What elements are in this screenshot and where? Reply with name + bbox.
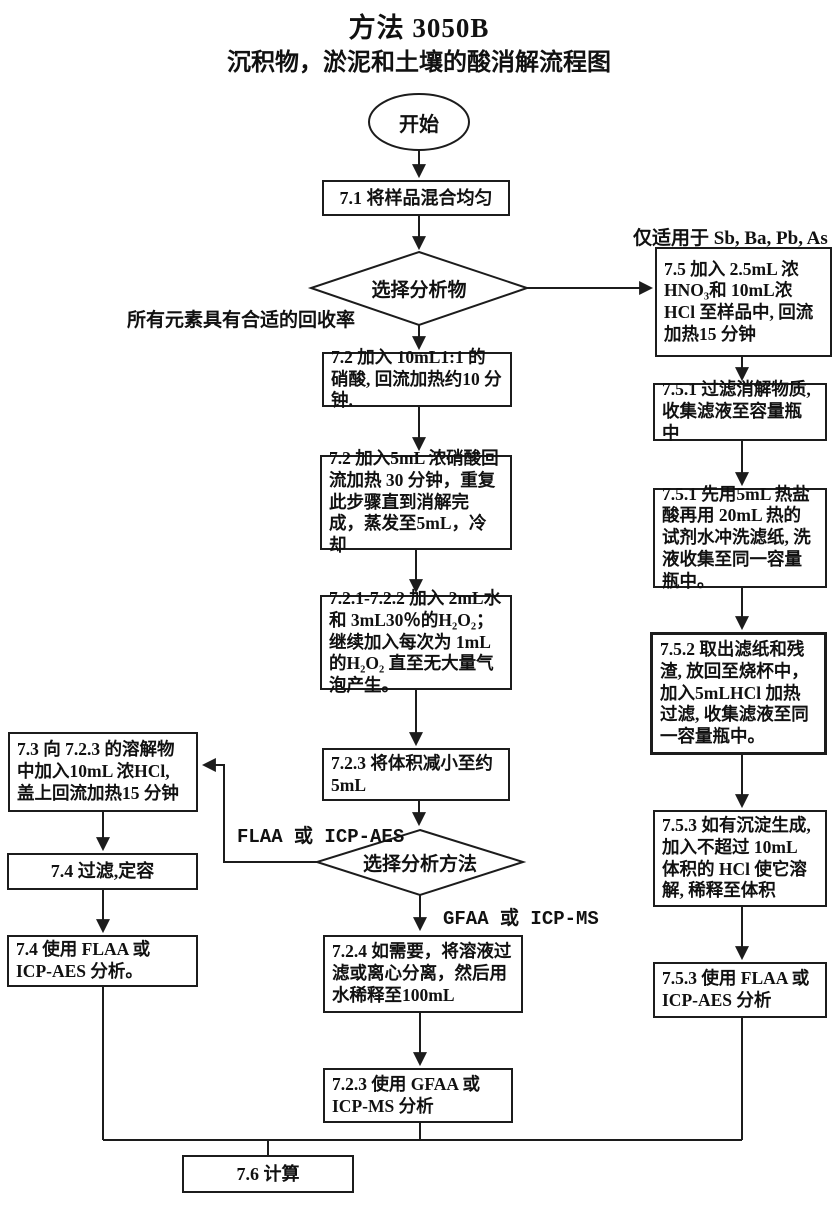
step-7-2-nitric: 7.2 加入 10mL1:1 的硝酸, 回流加热约10 分钟. (322, 347, 512, 410)
step-7-5-3-precipitate-label: 7.5.3 如有沉淀生成, 加入不超过 10mL 体积的 HCl 使它溶解, 稀… (662, 815, 811, 901)
step-7-1: 7.1 将样品混合均匀 (322, 180, 510, 216)
step-7-5-1-filter: 7.5.1 过滤消解物质, 收集滤液至容量瓶中 (653, 379, 827, 443)
step-7-5-1-filter-label: 7.5.1 过滤消解物质, 收集滤液至容量瓶中 (662, 379, 811, 443)
decision-select-analyte-label: 选择分析物 (371, 279, 467, 301)
step-7-5-3-flaa-analysis-label: 7.5.3 使用 FLAA 或 ICP-AES 分析 (662, 968, 810, 1010)
step-7-2-nitric-label: 7.2 加入 10mL1:1 的硝酸, 回流加热约10 分钟. (331, 346, 502, 411)
branch-label-only-sb-ba-pb-as: 仅适用于 Sb, Ba, Pb, As (633, 228, 828, 249)
step-7-4-filter-label: 7.4 过滤,定容 (50, 861, 155, 882)
step-7-3-hcl-label: 7.3 向 7.2.3 的溶解物中加入10mL 浓HCl, 盖上回流加热15 分… (17, 739, 179, 803)
step-7-4-filter: 7.4 过滤,定容 (7, 853, 198, 890)
step-7-3-hcl: 7.3 向 7.2.3 的溶解物中加入10mL 浓HCl, 盖上回流加热15 分… (8, 732, 198, 812)
step-7-5-1-rinse: 7.5.1 先用5mL 热盐酸再用 20mL 热的试剂水冲洗滤纸, 洗液收集至同… (653, 484, 827, 591)
step-7-2-3-reduce-volume-label: 7.2.3 将体积减小至约 5mL (331, 752, 493, 795)
step-7-2-3-gfaa-analysis-label: 7.2.3 使用 GFAA 或 ICP-MS 分析 (332, 1073, 480, 1116)
step-7-2-conc-nitric: 7.2 加入5mL 浓硝酸回流加热 30 分钟，重复此步骤直到消解完成，蒸发至5… (320, 448, 512, 555)
branch-label-flaa-icp-aes: FLAA 或 ICP-AES (237, 826, 405, 848)
step-7-5-2-residue-label: 7.5.2 取出滤纸和残渣, 放回至烧杯中，加入5mLHCl 加热过滤, 收集滤… (660, 639, 809, 747)
branch-label-gfaa-icp-ms: GFAA 或 ICP-MS (443, 908, 599, 930)
step-7-2-3-reduce-volume: 7.2.3 将体积减小至约 5mL (322, 748, 510, 801)
step-7-2-conc-nitric-label: 7.2 加入5mL 浓硝酸回流加热 30 分钟，重复此步骤直到消解完成，蒸发至5… (329, 448, 499, 556)
step-7-5-3-flaa-analysis: 7.5.3 使用 FLAA 或 ICP-AES 分析 (653, 962, 827, 1018)
step-7-6-calculations-label: 7.6 计算 (236, 1163, 300, 1184)
page-title: 方法 3050B (348, 13, 490, 43)
branch-label-all-elements: 所有元素具有合适的回收率 (127, 310, 356, 331)
step-7-6-calculations: 7.6 计算 (182, 1155, 354, 1193)
step-7-5-2-residue: 7.5.2 取出滤纸和残渣, 放回至烧杯中，加入5mLHCl 加热过滤, 收集滤… (650, 632, 827, 755)
step-7-2-1-peroxide-label: 7.2.1-7.2.2 加入 2mL水和 3mL30％的H₂O₂；继续加入每次为… (329, 588, 502, 696)
step-7-1-label: 7.1 将样品混合均匀 (339, 187, 493, 208)
start-label: 开始 (399, 113, 439, 136)
step-7-2-4-filter-dilute: 7.2.4 如需要，将溶液过滤或离心分离，然后用水稀释至100mL (323, 935, 523, 1013)
step-7-2-1-peroxide: 7.2.1-7.2.2 加入 2mL水和 3mL30％的H₂O₂；继续加入每次为… (320, 588, 512, 695)
step-7-5-3-precipitate: 7.5.3 如有沉淀生成, 加入不超过 10mL 体积的 HCl 使它溶解, 稀… (653, 810, 827, 907)
step-7-2-4-filter-dilute-label: 7.2.4 如需要，将溶液过滤或离心分离，然后用水稀释至100mL (332, 941, 512, 1005)
step-7-5-hno3-hcl: 7.5 加入 2.5mL 浓HNO₃和 10mL浓HCl 至样品中, 回流加热1… (655, 247, 832, 357)
step-7-5-1-rinse-label: 7.5.1 先用5mL 热盐酸再用 20mL 热的试剂水冲洗滤纸, 洗液收集至同… (662, 483, 811, 591)
step-7-4-flaa-analysis: 7.4 使用 FLAA 或 ICP-AES 分析。 (7, 935, 198, 987)
step-7-4-flaa-analysis-label: 7.4 使用 FLAA 或 ICP-AES 分析。 (16, 939, 151, 981)
step-7-5-hno3-hcl-label: 7.5 加入 2.5mL 浓HNO₃和 10mL浓HCl 至样品中, 回流加热1… (664, 258, 814, 344)
step-7-2-3-gfaa-analysis: 7.2.3 使用 GFAA 或 ICP-MS 分析 (323, 1068, 513, 1123)
decision-select-method-label: 选择分析方法 (362, 853, 477, 875)
page-subtitle: 沉积物，淤泥和土壤的酸消解流程图 (227, 50, 611, 76)
